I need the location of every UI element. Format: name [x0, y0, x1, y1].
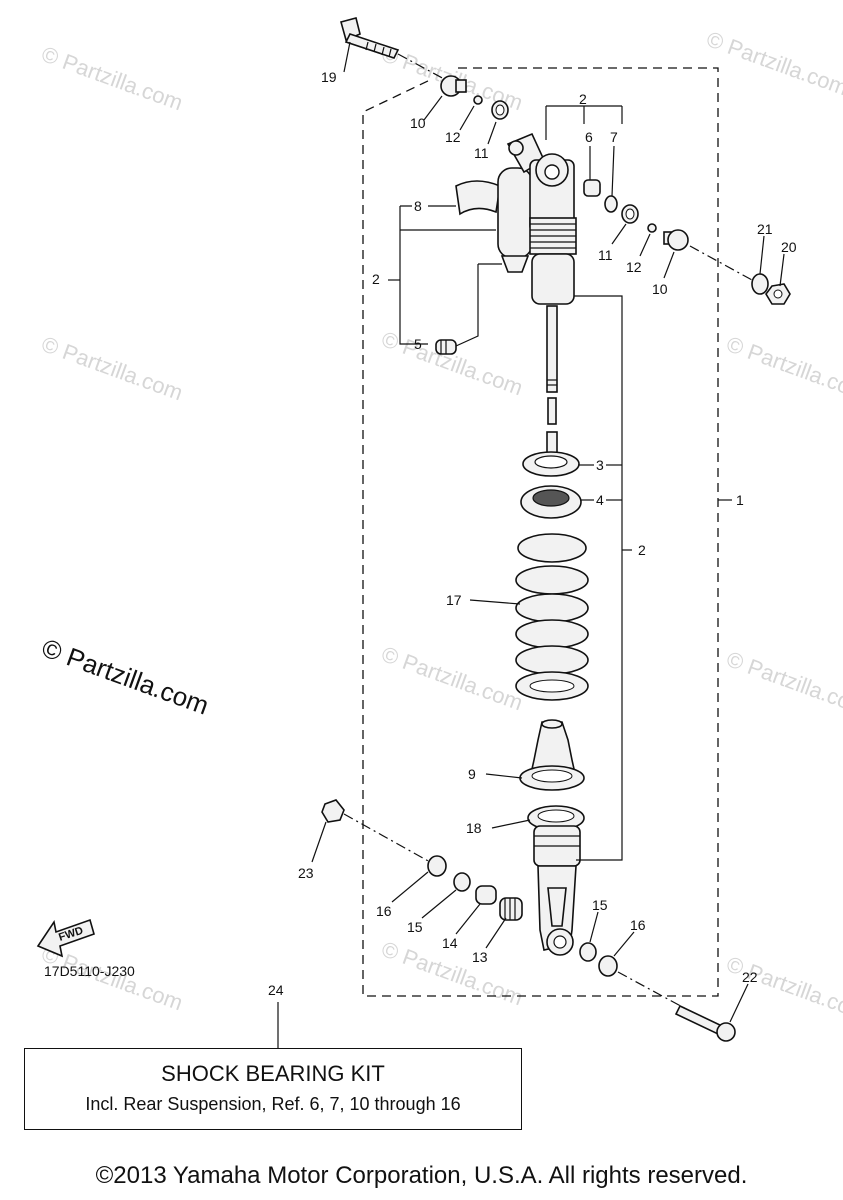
callout-2-top: 2 [579, 91, 587, 107]
callout-15-right: 15 [592, 897, 608, 913]
nut-3 [522, 451, 580, 477]
shock-bearing-kit-box: SHOCK BEARING KIT Incl. Rear Suspension,… [24, 1048, 522, 1130]
kit-title: SHOCK BEARING KIT [161, 1061, 385, 1086]
callout-4: 4 [596, 492, 604, 508]
assembly-boundary [362, 67, 719, 997]
piston-rod [546, 305, 558, 457]
collar-15-right [579, 942, 597, 962]
seal-11-right [621, 204, 639, 224]
kit-description: Incl. Rear Suspension, Ref. 6, 7, 10 thr… [85, 1094, 461, 1114]
callout-15-left: 15 [407, 919, 423, 935]
bolt-19 [340, 17, 400, 59]
callout-2-left: 2 [372, 271, 380, 287]
watermark: © Partzilla.com [723, 951, 843, 1025]
callout-13: 13 [472, 949, 488, 965]
watermark: © Partzilla.com [38, 331, 186, 405]
oring-12-right [647, 223, 657, 233]
callout-22: 22 [742, 969, 758, 985]
washer-21 [751, 273, 769, 295]
lower-clevis [533, 825, 581, 956]
washer-7 [604, 195, 618, 213]
callout-12-top: 12 [445, 129, 461, 145]
callout-3: 3 [596, 457, 604, 473]
figure-code: 17D5110-J230 [44, 963, 135, 979]
callout-2-right: 2 [638, 542, 646, 558]
watermark: © Partzilla.com [723, 646, 843, 720]
collar-10-right [663, 229, 689, 251]
callout-14: 14 [442, 935, 458, 951]
seal-11-top [491, 100, 509, 120]
watermark: © Partzilla.com [38, 41, 186, 115]
copyright-notice: ©2013 Yamaha Motor Corporation, U.S.A. A… [95, 1162, 748, 1189]
callout-16-right: 16 [630, 917, 646, 933]
callout-16-left: 16 [376, 903, 392, 919]
callout-11-right: 11 [598, 247, 613, 263]
nut-4 [520, 485, 582, 519]
callout-1: 1 [736, 492, 744, 508]
bushing-6 [583, 179, 601, 197]
callout-18: 18 [466, 820, 482, 836]
callout-10-right: 10 [652, 281, 668, 297]
bolt-22 [674, 1004, 736, 1042]
callout-9: 9 [468, 766, 476, 782]
bushing-14 [475, 885, 497, 905]
collar-10-top [440, 75, 467, 97]
callout-17: 17 [446, 592, 462, 608]
callout-20: 20 [781, 239, 797, 255]
callout-10-top: 10 [410, 115, 426, 131]
plate-9 [519, 765, 585, 791]
callout-11-top: 11 [474, 145, 489, 161]
callout-5: 5 [414, 336, 422, 352]
callout-24: 24 [268, 982, 284, 998]
fwd-arrow-icon: FWD [36, 918, 95, 958]
nut-23 [321, 799, 345, 823]
oring-12-top [473, 95, 483, 105]
callout-19: 19 [321, 69, 337, 85]
washer-16-left [427, 855, 447, 877]
collar-15-left [453, 872, 471, 892]
shock-body [529, 153, 577, 305]
spring-17 [515, 533, 589, 701]
callout-12-right: 12 [626, 259, 642, 275]
callout-8: 8 [414, 198, 422, 214]
watermark: © Partzilla.com [378, 641, 526, 715]
callout-21: 21 [757, 221, 773, 237]
nut-20 [765, 283, 791, 305]
watermark: © Partzilla.com [723, 331, 843, 405]
watermark: © Partzilla.com [703, 26, 843, 100]
callout-7: 7 [610, 129, 618, 145]
callout-23: 23 [298, 865, 314, 881]
callouts: 19 10 12 11 2 6 7 8 2 11 12 10 21 20 5 3… [268, 69, 797, 998]
washer-16-right [598, 955, 618, 977]
bearing-13 [499, 897, 523, 921]
callout-6: 6 [585, 129, 593, 145]
watermark-large: © Partzilla.com [38, 632, 213, 720]
leader-lines [277, 41, 785, 1048]
bolt-5 [435, 339, 457, 355]
band-8 [455, 180, 501, 216]
